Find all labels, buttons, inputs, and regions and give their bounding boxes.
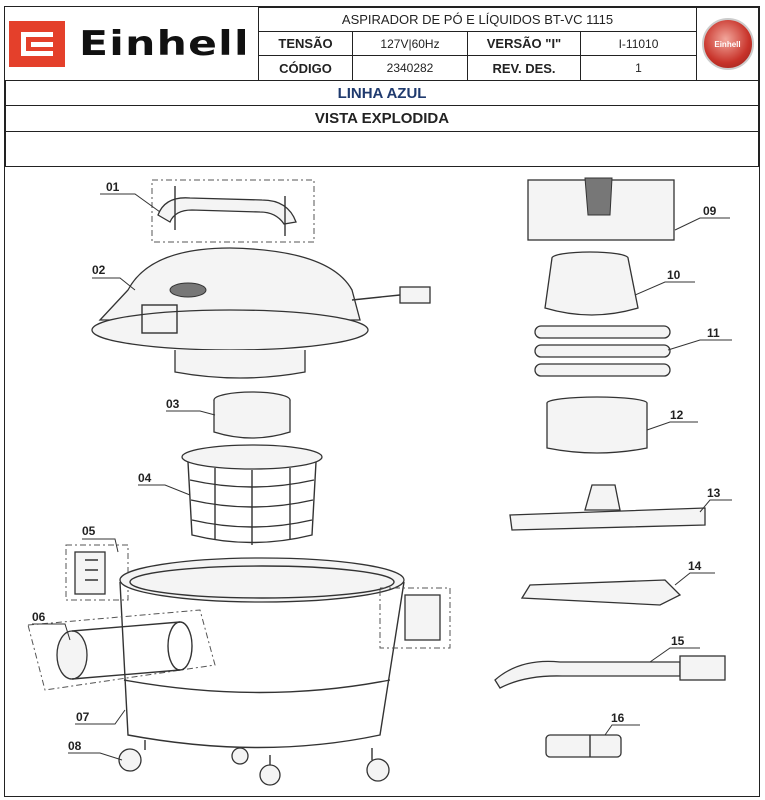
label-09: 09	[703, 204, 717, 218]
part-14-crevice-nozzle	[520, 579, 682, 606]
part-07-tank	[119, 557, 451, 749]
label-04: 04	[138, 471, 152, 485]
label-12: 12	[670, 408, 684, 422]
part-10-cone-filter	[544, 251, 639, 316]
label-10: 10	[667, 268, 681, 282]
leader-lines	[32, 193, 732, 761]
label-13: 13	[707, 486, 721, 500]
logo-text: Einhell	[78, 24, 250, 64]
label-01: 01	[106, 180, 120, 194]
label-03: 03	[166, 397, 180, 411]
part-01-handle	[151, 179, 315, 243]
part-06-inlet	[27, 609, 216, 691]
part-12-sleeve	[546, 396, 648, 454]
label-06: 06	[32, 610, 46, 624]
part-11-extension-tubes	[534, 325, 671, 377]
part-03-filter	[213, 391, 291, 439]
part-04-filter-basket	[181, 444, 323, 545]
label-08: 08	[68, 739, 82, 753]
part-09-filter-bag	[527, 177, 675, 241]
document-sheet: Einhell ASPIRADOR DE PÓ E LÍQUIDOS BT-VC…	[4, 6, 760, 797]
label-05: 05	[82, 524, 96, 538]
label-16: 16	[611, 711, 625, 725]
label-15: 15	[671, 634, 685, 648]
part-labels: 01 02 03 04 05 06 07 08 09 10 11 12 13 1…	[32, 180, 721, 753]
logo-mark	[8, 21, 65, 67]
einhell-seal: Einhell	[701, 18, 754, 70]
part-16-adapter	[545, 734, 622, 758]
einhell-logo: Einhell	[5, 7, 259, 81]
part-13-floor-nozzle	[509, 484, 706, 531]
part-05-latch	[65, 544, 129, 601]
label-07: 07	[76, 710, 90, 724]
label-02: 02	[92, 263, 106, 277]
part-15-hose	[494, 655, 726, 689]
seal-cell: Einhell	[696, 7, 759, 81]
part-02-motor-head	[91, 247, 431, 379]
blank-row	[5, 131, 759, 167]
label-14: 14	[688, 559, 702, 573]
label-11: 11	[707, 326, 720, 340]
part-08-casters	[118, 740, 390, 786]
